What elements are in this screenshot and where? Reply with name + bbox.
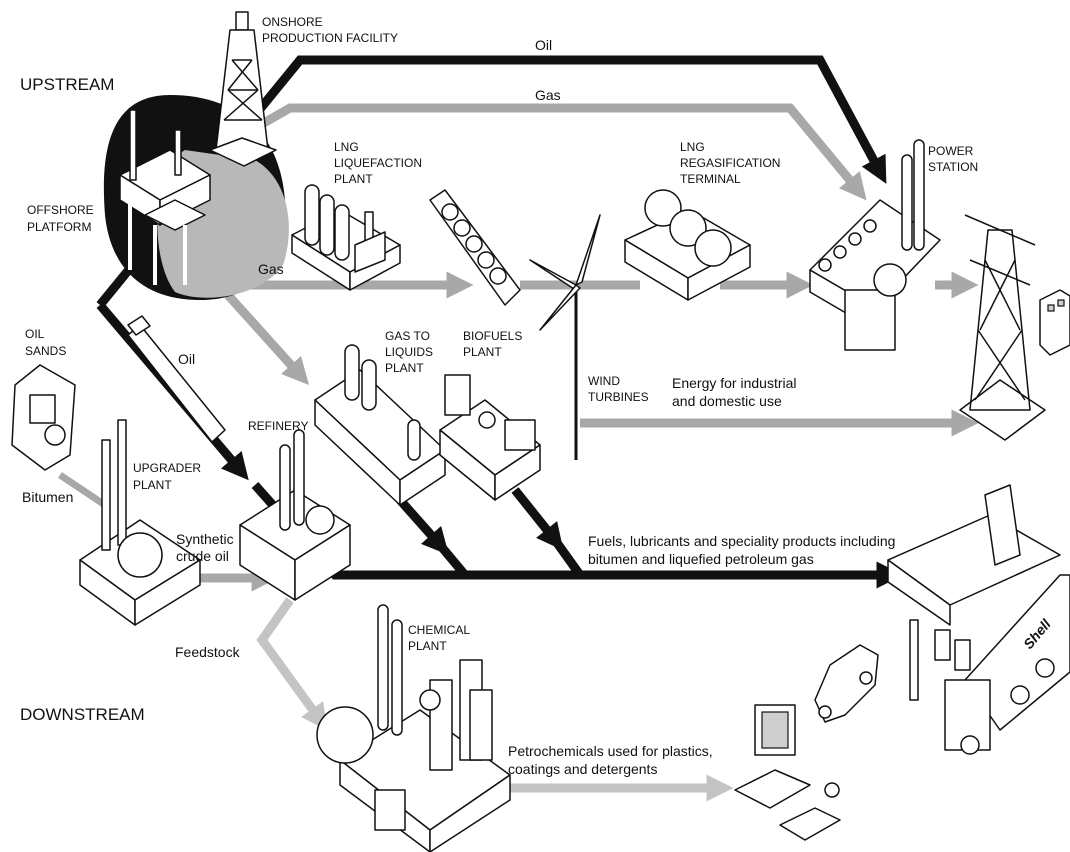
downstream-heading: DOWNSTREAM bbox=[20, 705, 145, 724]
bitumen-label: Bitumen bbox=[22, 489, 73, 505]
offshore-label-1: OFFSHORE bbox=[27, 203, 94, 217]
biofuels-illustration bbox=[440, 375, 540, 500]
oil-pipeline-illustration bbox=[128, 316, 225, 442]
power-pylon-illustration bbox=[960, 215, 1045, 440]
oil-sands-illustration bbox=[12, 365, 75, 470]
synthetic-crude-label-1: Synthetic bbox=[176, 531, 234, 547]
biofuels-label-2: PLANT bbox=[463, 345, 502, 359]
energy-label-2: and domestic use bbox=[672, 393, 782, 409]
energy-label-1: Energy for industrial bbox=[672, 375, 797, 391]
wind-label-1: WIND bbox=[588, 374, 620, 388]
gtl-label-3: PLANT bbox=[385, 361, 424, 375]
feedstock-flow bbox=[262, 600, 320, 720]
chemical-label-2: PLANT bbox=[408, 639, 447, 653]
lng-regas-label-2: REGASIFICATION bbox=[680, 156, 780, 170]
power-station-label-1: POWER bbox=[928, 144, 974, 158]
upstream-heading: UPSTREAM bbox=[20, 75, 114, 94]
onshore-label-2: PRODUCTION FACILITY bbox=[262, 31, 398, 45]
fuels-label-2: bitumen and liquefied petroleum gas bbox=[588, 551, 814, 567]
onshore-label-1: ONSHORE bbox=[262, 15, 323, 29]
gtl-label-2: LIQUIDS bbox=[385, 345, 433, 359]
gas-top-label: Gas bbox=[535, 87, 561, 103]
biofuels-label-1: BIOFUELS bbox=[463, 329, 522, 343]
gtl-label-1: GAS TO bbox=[385, 329, 430, 343]
upgrader-plant-illustration bbox=[80, 420, 200, 625]
upgrader-label-2: PLANT bbox=[133, 478, 172, 492]
house-illustration bbox=[1040, 290, 1070, 355]
synthetic-crude-label-2: crude oil bbox=[176, 548, 229, 564]
chemical-label-1: CHEMICAL bbox=[408, 623, 470, 637]
computer-illustration bbox=[735, 705, 840, 840]
oil-mid-label: Oil bbox=[178, 351, 195, 367]
upgrader-label-1: UPGRADER bbox=[133, 461, 201, 475]
feedstock-label: Feedstock bbox=[175, 644, 241, 660]
petrochemicals-label-2: coatings and detergents bbox=[508, 761, 657, 777]
lng-liq-label-3: PLANT bbox=[334, 172, 373, 186]
gtl-products-flow bbox=[400, 500, 440, 545]
oil-sands-label-2: SANDS bbox=[25, 344, 66, 358]
oil-sands-label-1: OIL bbox=[25, 327, 45, 341]
gas-to-liquids-illustration bbox=[315, 345, 445, 505]
offshore-label-2: PLATFORM bbox=[27, 220, 91, 234]
refinery-illustration bbox=[240, 430, 350, 600]
lng-regas-label-1: LNG bbox=[680, 140, 705, 154]
lng-regas-label-3: TERMINAL bbox=[680, 172, 741, 186]
fuels-label-1: Fuels, lubricants and speciality product… bbox=[588, 533, 895, 549]
lng-liq-label-2: LIQUEFACTION bbox=[334, 156, 422, 170]
power-station-label-2: STATION bbox=[928, 160, 978, 174]
gas-to-gtl-flow bbox=[228, 295, 300, 375]
biofuels-products-link bbox=[555, 540, 580, 575]
lng-liq-label-1: LNG bbox=[334, 140, 359, 154]
wind-label-2: TURBINES bbox=[588, 390, 649, 404]
petrochemicals-label-1: Petrochemicals used for plastics, bbox=[508, 743, 713, 759]
gas-mid-label: Gas bbox=[258, 261, 284, 277]
lng-liquefaction-illustration bbox=[292, 185, 400, 290]
car-illustration bbox=[815, 645, 878, 722]
refinery-label: REFINERY bbox=[248, 419, 308, 433]
biofuels-products-flow bbox=[515, 490, 555, 540]
oil-top-label: Oil bbox=[535, 37, 552, 53]
